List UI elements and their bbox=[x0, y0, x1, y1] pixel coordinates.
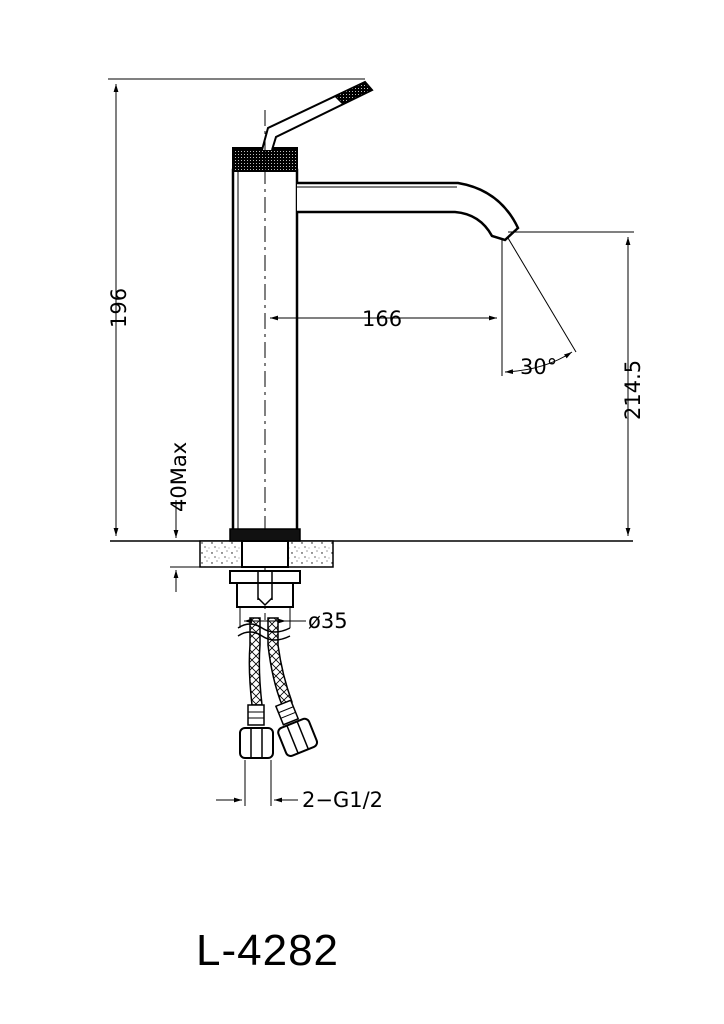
dim-height-total: 214.5 bbox=[508, 231, 645, 536]
dim-label-40max: 40Max bbox=[167, 442, 191, 512]
dim-spout-reach: 166 bbox=[270, 238, 503, 376]
countertop-section-right bbox=[287, 540, 334, 568]
dim-label-2-g1-2: 2−G1/2 bbox=[302, 788, 383, 812]
braided-hoses bbox=[237, 617, 293, 706]
dim-deck-thickness: 40Max bbox=[167, 442, 230, 592]
dim-connection: 2−G1/2 bbox=[216, 760, 383, 812]
base-ring bbox=[229, 528, 301, 542]
dim-spout-angle: 30° bbox=[504, 237, 577, 379]
countertop-section-left bbox=[199, 540, 243, 568]
mounting-nut bbox=[229, 540, 301, 608]
spout bbox=[297, 181, 520, 242]
dim-label-diameter-35: ø35 bbox=[308, 609, 348, 633]
dim-label-214-5: 214.5 bbox=[621, 360, 645, 420]
hose-fitting-right bbox=[274, 699, 319, 757]
hose-fitting-left bbox=[239, 704, 274, 759]
dim-base-diameter: ø35 bbox=[239, 608, 348, 633]
dim-height-body: 196 bbox=[107, 78, 365, 536]
dim-label-30-deg: 30° bbox=[520, 355, 557, 379]
model-title: L-4282 bbox=[196, 926, 340, 975]
lever-handle bbox=[261, 80, 374, 151]
dim-label-166: 166 bbox=[362, 307, 402, 331]
dim-label-196: 196 bbox=[107, 288, 131, 328]
